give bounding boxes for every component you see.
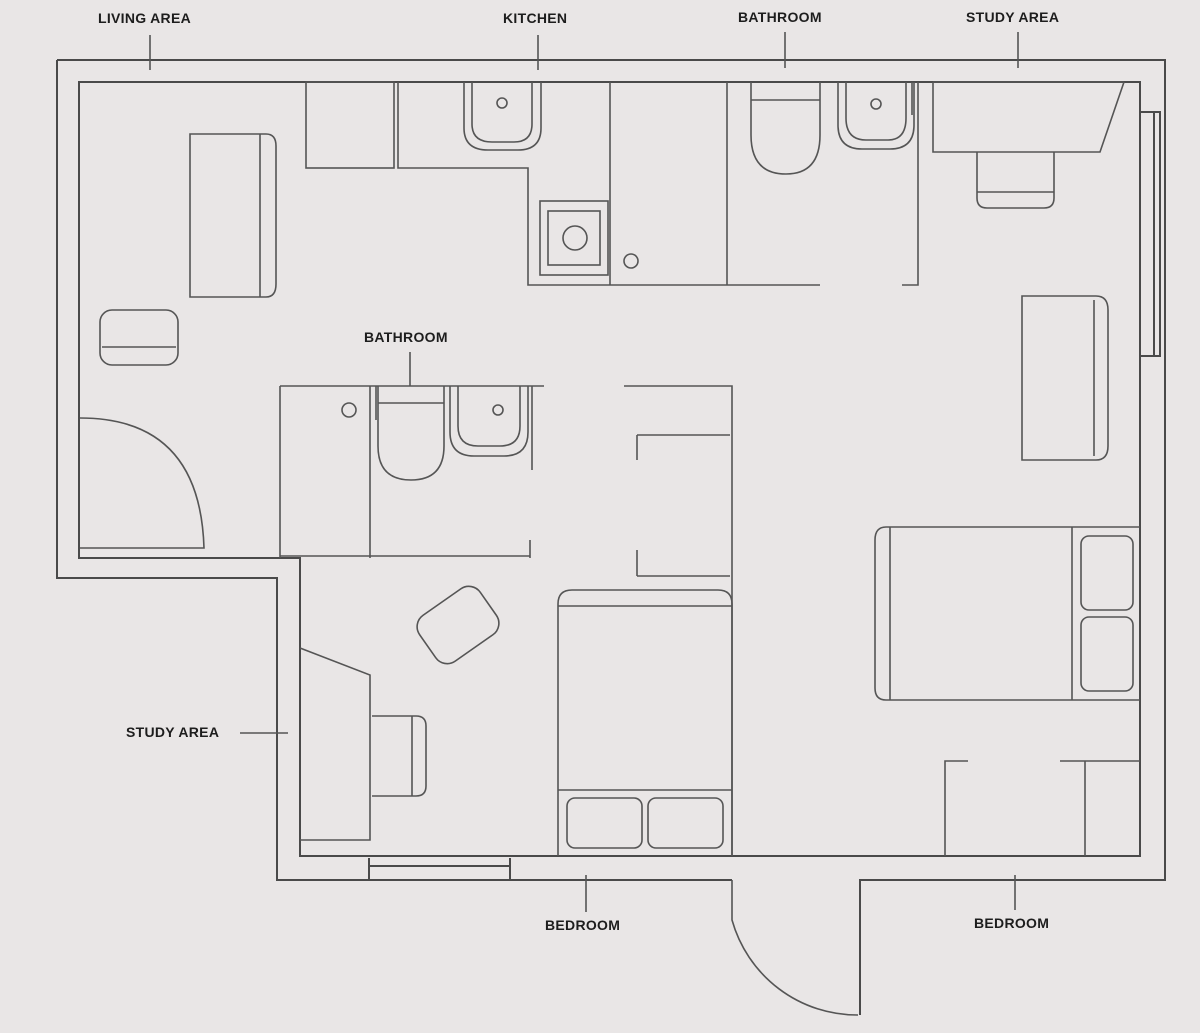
label-living-area: LIVING AREA [98, 10, 192, 26]
study-chair-left [372, 715, 427, 797]
outer-walls [56, 59, 1166, 1015]
kitchen-counter [397, 82, 820, 286]
right-wardrobe [944, 760, 1140, 856]
bathroom-sink [837, 82, 915, 150]
label-study-area-left: STUDY AREA [126, 724, 220, 740]
kitchen-sink [463, 82, 542, 151]
label-kitchen: KITCHEN [503, 10, 568, 26]
label-bedroom-bottom: BEDROOM [545, 917, 621, 933]
label-study-area-top: STUDY AREA [966, 9, 1060, 25]
label-bathroom-middle: BATHROOM [364, 329, 448, 345]
top-bathroom-fixtures [726, 82, 919, 286]
sofa [189, 133, 277, 298]
living-area-furniture [79, 133, 277, 549]
study-chair-top [976, 152, 1055, 209]
study-desk-left [299, 647, 371, 841]
left-study-fixtures [299, 585, 500, 841]
top-study-fixtures [932, 81, 1125, 209]
kitchen-fixtures [305, 81, 820, 286]
armchair [99, 309, 179, 366]
bottom-bed [557, 589, 733, 856]
living-door-swing [79, 417, 205, 549]
middle-bathroom-fixtures [279, 385, 544, 558]
kitchen-cabinet [305, 81, 395, 169]
middle-partitions [624, 385, 733, 856]
label-bathroom-top: BATHROOM [738, 9, 822, 25]
right-dresser [1021, 295, 1109, 461]
stove [539, 200, 609, 276]
label-bedroom-right: BEDROOM [974, 915, 1050, 931]
label-leaders [149, 32, 1019, 912]
middle-toilet [377, 386, 445, 481]
right-bed [874, 526, 1140, 701]
toilet [750, 82, 821, 175]
study-desk-top [932, 81, 1125, 153]
middle-sink [449, 386, 529, 457]
lounge-chair [416, 585, 500, 665]
entrance-door [731, 880, 859, 1016]
kitchen-knob [623, 253, 639, 269]
